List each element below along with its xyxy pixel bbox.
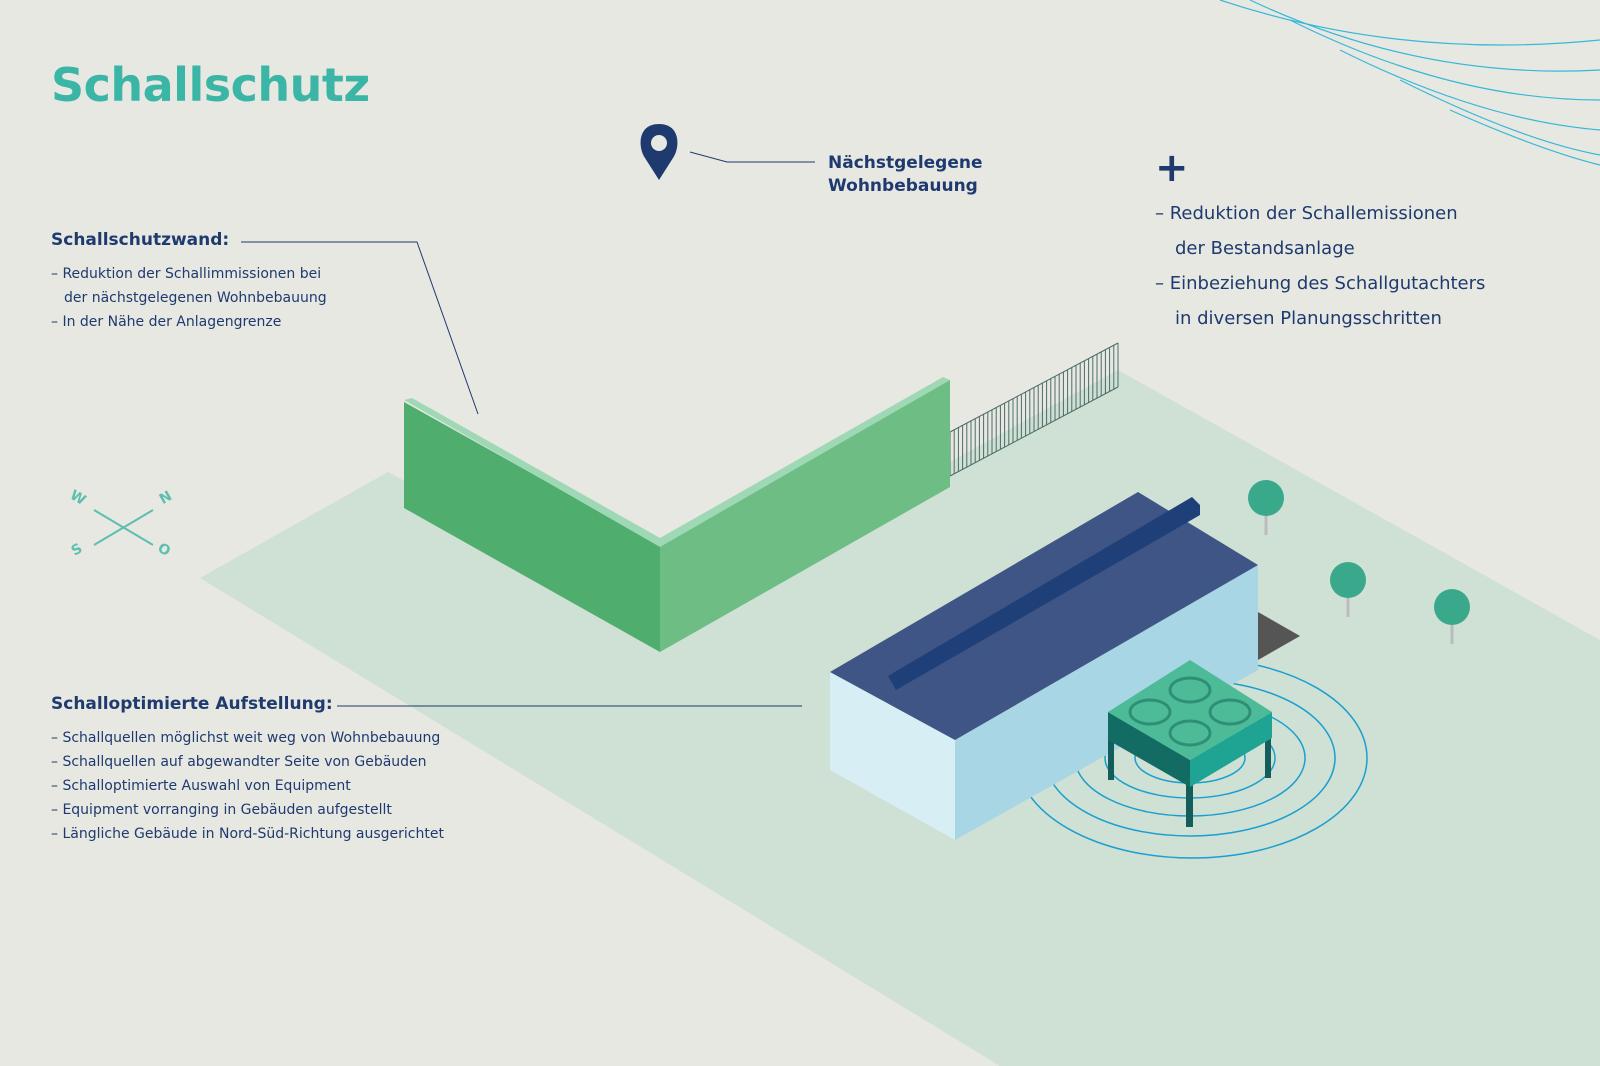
noise-wall-left: [404, 402, 660, 652]
tree-icon: [1434, 589, 1470, 644]
wall-heading: Schallschutzwand:: [51, 230, 230, 250]
plus-list: Reduktion der Schallemissionen der Besta…: [1155, 196, 1486, 336]
pin-label-line: Wohnbebauung: [828, 176, 978, 196]
list-item: Schallquellen möglichst weit weg von Woh…: [51, 726, 444, 750]
building-shadow: [1258, 612, 1300, 660]
list-item: Reduktion der Schallimmissionen bei: [51, 262, 327, 286]
tree-icon: [1330, 562, 1366, 617]
list-item: Einbeziehung des Schallgutachters: [1155, 266, 1486, 301]
setup-list: Schallquellen möglichst weit weg von Woh…: [51, 726, 444, 846]
wall-list: Reduktion der Schallimmissionen bei der …: [51, 262, 327, 334]
building-ridge: [888, 497, 1200, 690]
list-item: der nächstgelegenen Wohnbebauung: [64, 290, 327, 306]
list-item: Längliche Gebäude in Nord-Süd-Richtung a…: [51, 822, 444, 846]
location-pin-icon: [640, 124, 678, 180]
pin-leader-line: [689, 151, 815, 163]
pin-label-line: Nächstgelegene: [828, 153, 983, 173]
compass-icon: [93, 509, 154, 546]
list-item: Schalloptimierte Auswahl von Equipment: [51, 774, 444, 798]
tree-icon: [1248, 480, 1284, 535]
list-item: Schallquellen auf abgewandter Seite von …: [51, 750, 444, 774]
plus-icon: +: [1155, 145, 1189, 191]
cooling-unit: [1108, 660, 1272, 827]
noise-wall-right: [660, 380, 950, 652]
list-item: In der Nähe der Anlagengrenze: [51, 310, 327, 334]
list-item: Reduktion der Schallemissionen: [1155, 196, 1485, 231]
list-item: Equipment vorranging in Gebäuden aufgest…: [51, 798, 444, 822]
list-item: der Bestandsanlage: [1175, 238, 1355, 259]
pin-label: Nächstgelegene Wohnbebauung: [828, 152, 983, 198]
building-side: [955, 565, 1258, 840]
page-title: Schallschutz: [51, 58, 370, 112]
decorative-sound-lines: [1219, 0, 1600, 166]
noise-wall-top: [404, 377, 950, 547]
building-roof: [830, 492, 1258, 740]
setup-heading: Schalloptimierte Aufstellung:: [51, 694, 333, 714]
wall-leader-line: [241, 241, 479, 415]
list-item: in diversen Planungsschritten: [1175, 308, 1442, 329]
